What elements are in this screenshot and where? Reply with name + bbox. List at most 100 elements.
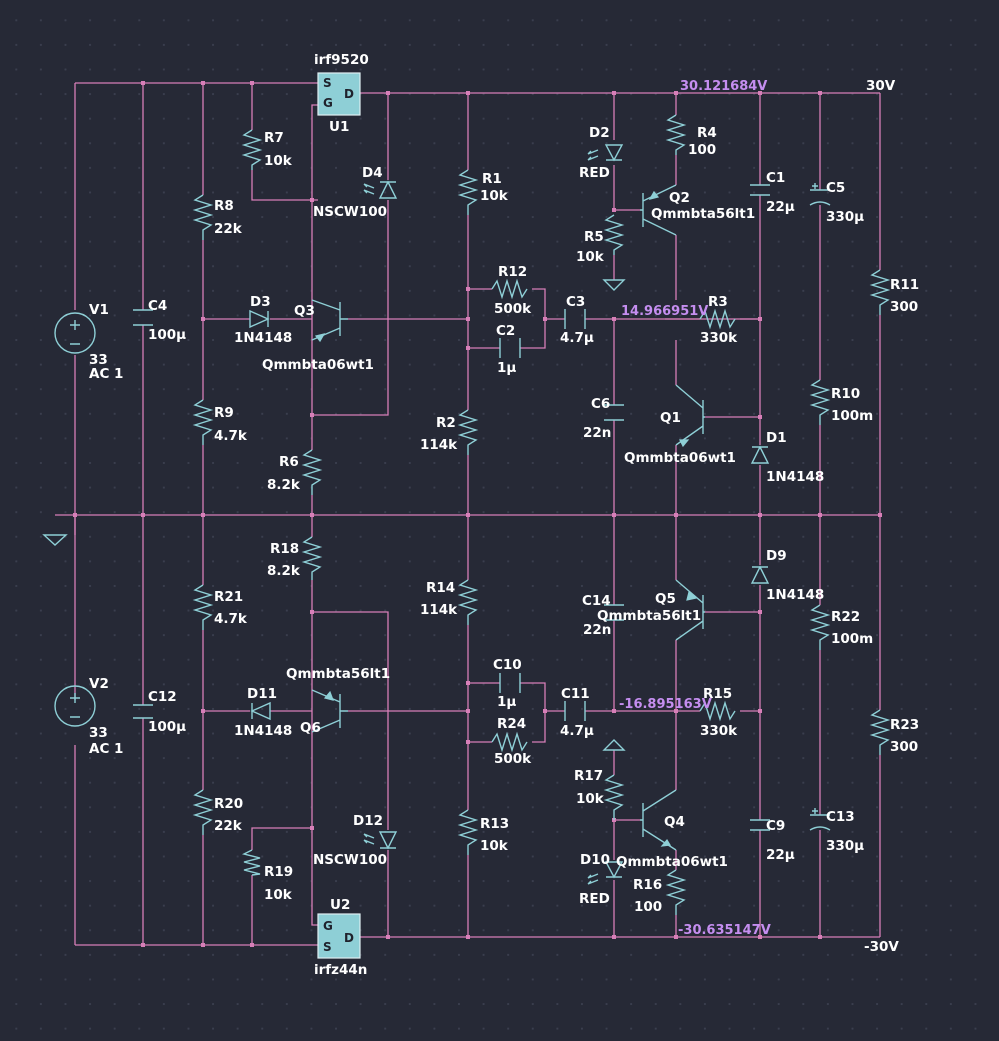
- led-d4[interactable]: [363, 180, 398, 199]
- svg-text:R20: R20: [214, 796, 243, 812]
- resistor-r8[interactable]: [192, 194, 214, 240]
- capacitors[interactable]: [133, 183, 831, 831]
- source-v2[interactable]: [54, 685, 96, 727]
- svg-text:1µ: 1µ: [497, 360, 516, 376]
- rail-neg-label: -30V: [864, 939, 899, 955]
- svg-text:R7: R7: [264, 130, 284, 146]
- svg-text:C5: C5: [826, 180, 845, 196]
- svg-text:C10: C10: [493, 657, 522, 673]
- led-d2[interactable]: [587, 144, 624, 162]
- ground-symbol: [42, 534, 68, 546]
- resistor-r18[interactable]: [301, 536, 323, 580]
- source-v1[interactable]: [54, 312, 96, 354]
- resistor-r14[interactable]: [457, 579, 479, 625]
- svg-text:R8: R8: [214, 198, 234, 214]
- svg-text:Q1: Q1: [660, 410, 681, 426]
- svg-text:C4: C4: [148, 298, 167, 314]
- voltage-sources[interactable]: [54, 312, 96, 727]
- diode-d11[interactable]: [250, 701, 271, 721]
- svg-text:100: 100: [634, 899, 662, 915]
- led-d10[interactable]: [587, 861, 624, 885]
- svg-text:R22: R22: [831, 609, 860, 625]
- resistor-r23[interactable]: [869, 709, 891, 755]
- resistor-r1[interactable]: [457, 169, 479, 215]
- transistor-q5[interactable]: [675, 579, 705, 641]
- transistor-q6[interactable]: [311, 689, 348, 733]
- capacitor-c12[interactable]: [133, 704, 153, 719]
- diodes[interactable]: [249, 144, 770, 885]
- resistor-r3[interactable]: [699, 308, 736, 330]
- diode-d9[interactable]: [750, 565, 770, 584]
- resistor-r24[interactable]: [491, 731, 528, 753]
- svg-text:C3: C3: [566, 294, 585, 310]
- svg-text:100µ: 100µ: [148, 327, 186, 343]
- svg-text:114k: 114k: [420, 602, 458, 618]
- svg-text:10k: 10k: [576, 791, 605, 807]
- transistors[interactable]: [311, 184, 705, 851]
- transistor-q4[interactable]: [640, 789, 677, 851]
- resistor-r12[interactable]: [491, 278, 528, 300]
- resistor-r9[interactable]: [192, 399, 214, 445]
- u1-model: irf9520: [314, 52, 369, 68]
- svg-text:AC 1: AC 1: [89, 366, 123, 382]
- svg-text:Qmmbta56lt1: Qmmbta56lt1: [651, 206, 755, 222]
- svg-text:V1: V1: [89, 302, 109, 318]
- resistors[interactable]: [192, 114, 891, 915]
- labels: irf9520 U1 U2 irfz44n V1 33 AC 1 V2 33 A…: [89, 52, 919, 978]
- svg-text:R3: R3: [708, 294, 728, 310]
- resistor-r22[interactable]: [809, 604, 831, 650]
- resistor-r17[interactable]: [603, 774, 625, 820]
- capacitor-c10[interactable]: [499, 673, 521, 693]
- capacitor-c5[interactable]: [809, 183, 831, 206]
- capacitor-c4[interactable]: [133, 309, 153, 326]
- capacitor-c13[interactable]: [809, 808, 831, 831]
- svg-text:Qmmbta56lt1: Qmmbta56lt1: [286, 666, 390, 682]
- transistor-q2[interactable]: [640, 184, 677, 236]
- svg-text:R16: R16: [633, 877, 662, 893]
- resistor-r13[interactable]: [457, 809, 479, 855]
- transistor-q3[interactable]: [311, 299, 348, 343]
- mosfet-u2[interactable]: G S D: [317, 913, 361, 959]
- svg-text:330µ: 330µ: [826, 838, 864, 854]
- svg-text:R11: R11: [890, 277, 919, 293]
- svg-text:D1: D1: [766, 430, 787, 446]
- svg-text:4.7µ: 4.7µ: [560, 330, 594, 346]
- diode-d3[interactable]: [249, 309, 270, 329]
- resistor-r11[interactable]: [869, 269, 891, 315]
- capacitor-c1[interactable]: [750, 184, 770, 196]
- resistor-r10[interactable]: [809, 379, 831, 425]
- capacitor-c14[interactable]: [604, 604, 624, 621]
- svg-text:22n: 22n: [583, 425, 611, 441]
- svg-text:8.2k: 8.2k: [267, 477, 301, 493]
- resistor-r7[interactable]: [241, 129, 263, 170]
- svg-text:33: 33: [89, 352, 108, 368]
- svg-text:10k: 10k: [480, 838, 509, 854]
- svg-text:10k: 10k: [264, 153, 293, 169]
- led-d12[interactable]: [363, 831, 398, 850]
- svg-text:D9: D9: [766, 548, 787, 564]
- svg-text:C11: C11: [561, 686, 590, 702]
- capacitor-c9[interactable]: [750, 819, 770, 831]
- diode-d1[interactable]: [750, 445, 770, 464]
- resistor-r20[interactable]: [192, 789, 214, 835]
- capacitor-c6[interactable]: [604, 404, 624, 421]
- resistor-r6[interactable]: [301, 449, 323, 495]
- resistor-r5[interactable]: [603, 214, 625, 255]
- svg-text:V2: V2: [89, 676, 109, 692]
- resistor-r16[interactable]: [665, 869, 687, 915]
- svg-text:D12: D12: [353, 813, 383, 829]
- svg-text:4.7µ: 4.7µ: [560, 723, 594, 739]
- resistor-r4[interactable]: [665, 114, 687, 155]
- resistor-r15[interactable]: [699, 700, 736, 722]
- capacitor-c11[interactable]: [564, 701, 586, 721]
- transistor-q1[interactable]: [675, 384, 705, 448]
- resistor-r2[interactable]: [457, 409, 479, 455]
- resistor-r19[interactable]: [241, 849, 261, 876]
- probe-top-rail: 30.121684V: [680, 79, 767, 94]
- capacitor-c3[interactable]: [564, 309, 586, 329]
- mosfet-u1[interactable]: S G D: [317, 72, 361, 116]
- capacitor-c2[interactable]: [499, 338, 521, 358]
- resistor-r21[interactable]: [192, 584, 214, 630]
